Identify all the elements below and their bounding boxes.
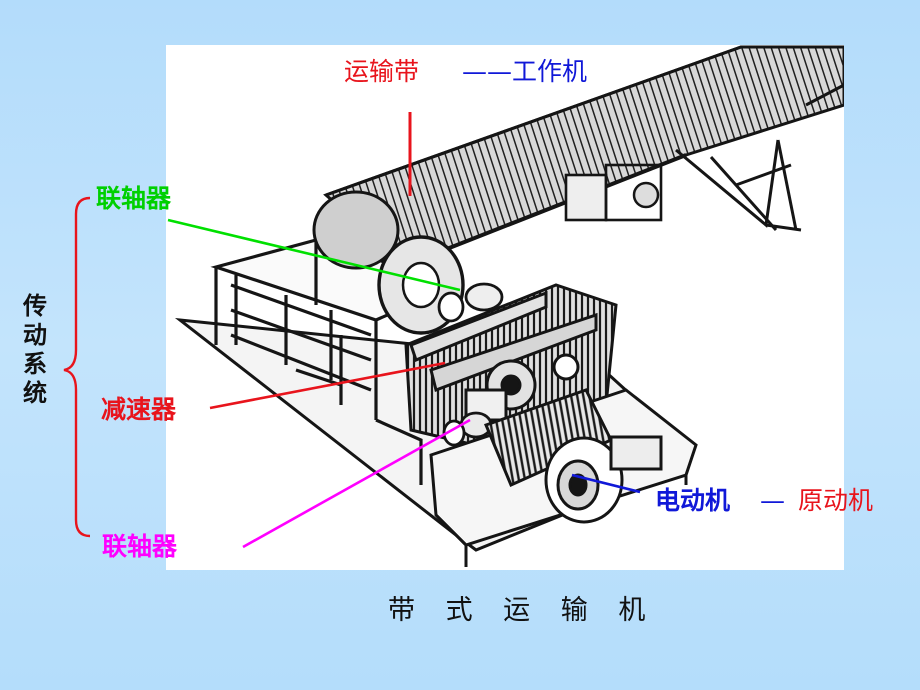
conveyor-belt xyxy=(312,45,844,335)
label-working-machine: ——工作机 xyxy=(462,57,588,86)
label-coupling-bottom: 联轴器 xyxy=(102,532,178,561)
label-motor-dash: — xyxy=(760,486,785,515)
label-reducer: 减速器 xyxy=(101,395,177,424)
label-prime-mover: 原动机 xyxy=(798,486,874,515)
curly-brace-icon xyxy=(63,196,91,538)
label-transmission-system: 传动系统 xyxy=(23,292,47,407)
label-motor: 电动机 xyxy=(655,486,731,515)
conveyor-illustration xyxy=(166,45,844,570)
figure-caption: 带 式 运 输 机 xyxy=(388,595,657,626)
conveyor-drawing xyxy=(174,45,844,567)
conveyor-leg xyxy=(675,83,844,232)
label-coupling-top: 联轴器 xyxy=(96,184,172,213)
label-conveyor-belt: 运输带 xyxy=(344,57,420,86)
coupling-upper xyxy=(437,282,504,323)
